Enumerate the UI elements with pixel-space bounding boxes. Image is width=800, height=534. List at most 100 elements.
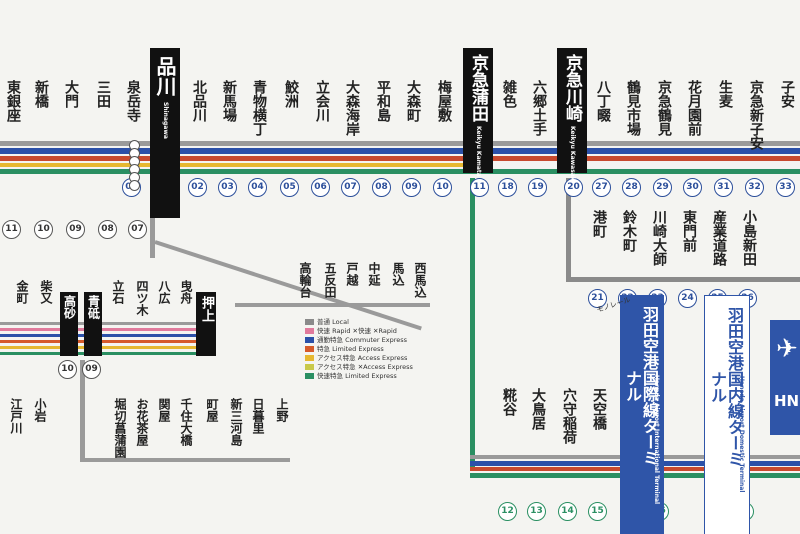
station-name[interactable]: 平和島	[375, 80, 391, 122]
station-name[interactable]: 金町	[15, 280, 29, 304]
kamata-en: Keikyu Kamata	[475, 126, 482, 177]
station-name[interactable]: 曳舟	[179, 280, 193, 304]
legend-swatch	[305, 355, 314, 361]
station-name[interactable]: お花茶屋	[135, 398, 149, 446]
legend-item: 普通 Local	[305, 318, 413, 327]
kamata-name: 京急蒲田	[468, 54, 488, 122]
station-name[interactable]: 八広	[157, 280, 171, 304]
station-name[interactable]: 泉岳寺	[125, 80, 141, 122]
station-number-badge: 11	[2, 220, 21, 239]
station-name[interactable]: 東銀座	[5, 80, 21, 122]
station-name[interactable]: 大森町	[405, 80, 421, 122]
legend-swatch	[305, 364, 314, 370]
legend-item: 通勤特急 Commuter Express	[305, 336, 413, 345]
station-name[interactable]: 鈴木町	[621, 210, 637, 252]
station-name[interactable]: 北品川	[191, 80, 207, 122]
kawasaki-name: 京急川崎	[562, 54, 582, 122]
station-name[interactable]: 江戸川	[9, 398, 23, 434]
line-lower-red	[0, 340, 215, 343]
station-name[interactable]: 鮫洲	[283, 80, 299, 108]
station-name[interactable]: 上野	[275, 398, 289, 422]
station-name[interactable]: 京急新子安	[748, 80, 764, 150]
station-name[interactable]: 新馬場	[221, 80, 237, 122]
station-name[interactable]: 小岩	[33, 398, 47, 422]
station-number-badge: 12	[498, 502, 517, 521]
line-lower-pink	[0, 328, 215, 331]
station-box[interactable]: 青砥	[84, 292, 102, 356]
line-yellow	[0, 163, 470, 167]
station-name[interactable]: 鶴見市場	[625, 80, 641, 136]
line-keisei-main	[80, 360, 85, 460]
station-name[interactable]: 戸越	[345, 262, 359, 286]
station-name[interactable]: 子安	[779, 80, 795, 108]
line-daishi-h	[566, 277, 800, 282]
station-number-badge: 02	[188, 178, 207, 197]
station-name[interactable]: 大門	[63, 80, 79, 108]
line-green	[0, 169, 800, 174]
station-name[interactable]: 大森海岸	[344, 80, 360, 136]
station-name[interactable]: 高輪台	[298, 262, 312, 298]
station-name[interactable]: 港町	[591, 210, 607, 238]
station-name[interactable]: 五反田	[323, 262, 337, 298]
legend-label: 快速 Rapid ✕快速 ✕Rapid	[317, 327, 397, 335]
station-name[interactable]: 八丁畷	[595, 80, 611, 122]
station-name[interactable]: 糀谷	[501, 388, 517, 416]
station-number-badge: 33	[776, 178, 795, 197]
station-number-badge: 18	[498, 178, 517, 197]
haneda-domestic-box[interactable]: 羽田空港国内線ターミナル Haneda Airport Domestic Ter…	[704, 295, 750, 534]
station-name[interactable]: 川崎大師	[651, 210, 667, 266]
station-number-badge: 09	[82, 360, 101, 379]
station-name[interactable]: 三田	[95, 80, 111, 108]
station-name[interactable]: 西馬込	[413, 262, 427, 298]
legend-label: 普通 Local	[317, 318, 349, 326]
station-name[interactable]: 関屋	[157, 398, 171, 422]
station-name[interactable]: 梅屋敷	[436, 80, 452, 122]
legend-item: アクセス特急 ✕Access Express	[305, 363, 413, 372]
shinagawa-en: Shinagawa	[162, 102, 169, 139]
haneda-international-box[interactable]: 羽田空港国際線ターミナル Haneda Airport Internationa…	[620, 295, 664, 534]
station-name[interactable]: 生麦	[717, 80, 733, 108]
station-box-kamata[interactable]: 京急蒲田 Keikyu Kamata	[463, 48, 493, 177]
station-name[interactable]: 京急鶴見	[656, 80, 672, 136]
station-name[interactable]: 新三河島	[229, 398, 243, 446]
station-name[interactable]: 千住大橋	[179, 398, 193, 446]
station-name[interactable]: 立石	[111, 280, 125, 304]
station-name[interactable]: 花月園前	[686, 80, 702, 136]
station-name[interactable]: 町屋	[205, 398, 219, 422]
station-name[interactable]: 穴守稲荷	[561, 388, 577, 444]
legend-label: アクセス特急 Access Express	[317, 354, 408, 362]
station-number-badge: 28	[622, 178, 641, 197]
station-box-kawasaki[interactable]: 京急川崎 Keikyu Kawasaki	[557, 48, 587, 183]
station-name[interactable]: 小島新田	[741, 210, 757, 266]
line-asakusa-horizontal	[235, 303, 430, 307]
station-name[interactable]: 新橋	[33, 80, 49, 108]
station-name[interactable]: 柴又	[39, 280, 53, 304]
station-name[interactable]: 産業道路	[711, 210, 727, 266]
legend-swatch	[305, 337, 314, 343]
legend-label: 特急 Limited Express	[317, 345, 384, 353]
station-box-oshiage[interactable]: 押上	[196, 292, 216, 356]
station-name[interactable]: 青物横丁	[251, 80, 267, 136]
station-box[interactable]: 高砂	[60, 292, 78, 356]
station-name[interactable]: 馬込	[391, 262, 405, 286]
line-keisei-bottom	[80, 458, 290, 462]
station-name[interactable]: 日暮里	[251, 398, 265, 434]
station-number-badge: 04	[248, 178, 267, 197]
station-name[interactable]: 東門前	[681, 210, 697, 252]
station-name[interactable]: 堀切菖蒲園	[113, 398, 127, 458]
station-name[interactable]: 四ツ木	[135, 280, 149, 316]
station-box-shinagawa[interactable]: 品川 Shinagawa	[150, 48, 180, 218]
station-number-badge: 09	[402, 178, 421, 197]
station-name[interactable]: 六郷土手	[531, 80, 547, 136]
haneda-dom-name: 羽田空港国内線ターミナル	[708, 307, 744, 467]
station-name[interactable]: 雑色	[501, 80, 517, 108]
station-name[interactable]: 天空橋	[591, 388, 607, 430]
station-name[interactable]: 大鳥居	[530, 388, 546, 430]
line-lower-blue	[0, 334, 215, 337]
station-number-badge: 05	[280, 178, 299, 197]
station-number-badge: 24	[678, 289, 697, 308]
station-name[interactable]: 中延	[367, 262, 381, 286]
plane-icon: ✈	[776, 334, 798, 364]
station-name[interactable]: 立会川	[314, 80, 330, 122]
